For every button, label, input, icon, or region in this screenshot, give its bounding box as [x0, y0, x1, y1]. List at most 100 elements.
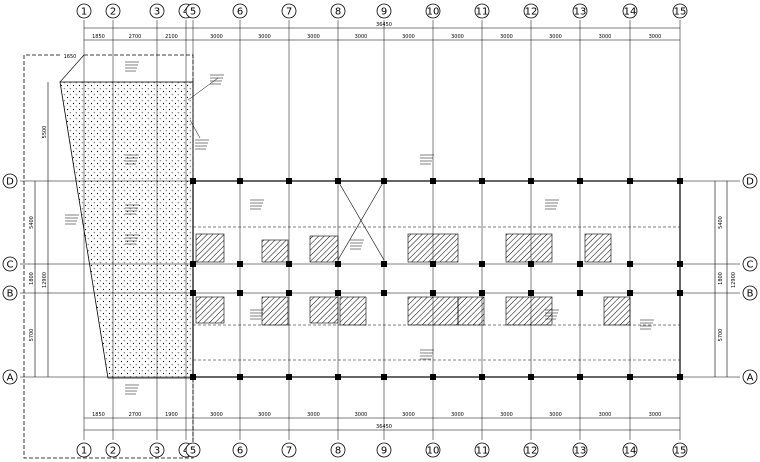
grid-bubble-6-bottom: 6 — [232, 442, 248, 458]
structural-column — [627, 374, 633, 380]
grid-bubble-C-right: C — [742, 256, 758, 272]
structural-column — [479, 290, 485, 296]
structural-column — [677, 374, 683, 380]
dim-bottom-span: 3000 — [402, 412, 415, 418]
leader-line — [189, 119, 201, 139]
grid-bubble-12-bottom: 12 — [523, 442, 539, 458]
grid-bubble-label: 11 — [476, 7, 489, 18]
grid-bubble-label: 9 — [381, 446, 387, 457]
dim-top-span: 2100 — [165, 34, 178, 40]
dim-top-span: 3000 — [307, 34, 320, 40]
structural-column — [190, 374, 196, 380]
structural-column — [627, 290, 633, 296]
grid-bubble-label: 7 — [286, 446, 292, 457]
grid-bubble-D-left: D — [2, 173, 18, 189]
grid-bubble-label: 14 — [624, 446, 637, 457]
dim-top-span: 3000 — [355, 34, 368, 40]
structural-column — [237, 261, 243, 267]
dotted-slab-zone — [59, 81, 194, 379]
grid-bubble-1-bottom: 1 — [76, 442, 92, 458]
leader-line — [187, 77, 219, 101]
dashed-boundary — [23, 54, 194, 459]
grid-bubble-15-bottom: 15 — [672, 442, 688, 458]
structural-column — [528, 374, 534, 380]
structural-column — [577, 178, 583, 184]
hatched-opening — [505, 233, 553, 263]
structural-column — [627, 261, 633, 267]
grid-bubble-7-top: 7 — [281, 3, 297, 19]
grid-bubble-D-right: D — [742, 173, 758, 189]
dim-top-total: 36450 — [376, 22, 392, 28]
grid-bubble-B-left: B — [2, 285, 18, 301]
building-outline — [192, 180, 681, 378]
dim-bottom-span: 1850 — [92, 412, 105, 418]
grid-bubble-label: 11 — [476, 446, 489, 457]
grid-bubble-15-top: 15 — [672, 3, 688, 19]
hatched-opening — [505, 296, 553, 326]
grid-bubble-label: 15 — [674, 446, 687, 457]
grid-bubble-label: 5 — [190, 7, 196, 18]
hatched-opening — [584, 233, 612, 263]
grid-bubble-label: 3 — [154, 446, 160, 457]
hatched-opening — [603, 296, 631, 326]
grid-bubble-A-left: A — [2, 369, 18, 385]
dim-top-span: 3000 — [402, 34, 415, 40]
structural-column — [479, 178, 485, 184]
dim-top-span: 3000 — [451, 34, 464, 40]
dim-right-span: 5400 — [718, 216, 724, 229]
hatched-opening — [261, 239, 289, 263]
grid-bubble-label: 12 — [525, 7, 538, 18]
grid-bubble-label: D — [746, 177, 754, 188]
dim-bottom-span: 3000 — [451, 412, 464, 418]
grid-bubble-label: 15 — [674, 7, 687, 18]
hatched-opening — [195, 233, 225, 263]
hatched-opening — [457, 296, 485, 326]
structural-column — [528, 178, 534, 184]
structural-column — [577, 374, 583, 380]
grid-bubble-8-top: 8 — [330, 3, 346, 19]
slope-line-top — [59, 54, 85, 83]
dim-bottom-span: 2700 — [129, 412, 142, 418]
structural-column — [430, 290, 436, 296]
grid-bubble-label: 9 — [381, 7, 387, 18]
grid-bubble-label: 13 — [574, 446, 587, 457]
structural-column — [335, 261, 341, 267]
grid-bubble-label: 2 — [110, 446, 116, 457]
hatched-opening — [261, 296, 289, 326]
dim-bottom-span: 3000 — [307, 412, 320, 418]
grid-bubble-label: 2 — [110, 7, 116, 18]
hatched-opening — [195, 296, 225, 324]
dim-bottom-total: 36450 — [376, 424, 392, 430]
dim-bottom-span: 3000 — [210, 412, 223, 418]
structural-column — [190, 261, 196, 267]
grid-bubble-3-top: 3 — [149, 3, 165, 19]
grid-bubble-label: C — [7, 260, 14, 271]
dim-top-span: 3000 — [500, 34, 513, 40]
grid-bubble-9-bottom: 9 — [376, 442, 392, 458]
grid-bubble-label: 10 — [427, 446, 440, 457]
grid-bubble-B-right: B — [742, 285, 758, 301]
grid-bubble-label: 1 — [81, 446, 87, 457]
structural-column — [677, 178, 683, 184]
structural-column — [335, 374, 341, 380]
grid-bubble-label: 8 — [335, 7, 341, 18]
structural-column — [430, 261, 436, 267]
grid-bubble-label: 7 — [286, 7, 292, 18]
structural-column — [190, 290, 196, 296]
structural-column — [381, 261, 387, 267]
structural-column — [430, 374, 436, 380]
dim-right-span: 1800 — [718, 272, 724, 285]
stair-diagonal — [337, 180, 385, 261]
grid-bubble-14-bottom: 14 — [622, 442, 638, 458]
grid-bubble-3-bottom: 3 — [149, 442, 165, 458]
grid-bubble-label: 8 — [335, 446, 341, 457]
grid-bubble-7-bottom: 7 — [281, 442, 297, 458]
grid-bubble-label: C — [747, 260, 754, 271]
structural-column — [577, 261, 583, 267]
grid-bubble-label: 12 — [525, 446, 538, 457]
dim-top-span: 2700 — [129, 34, 142, 40]
grid-bubble-5-bottom: 5 — [185, 442, 201, 458]
grid-bubble-10-bottom: 10 — [425, 442, 441, 458]
grid-bubble-11-bottom: 11 — [474, 442, 490, 458]
